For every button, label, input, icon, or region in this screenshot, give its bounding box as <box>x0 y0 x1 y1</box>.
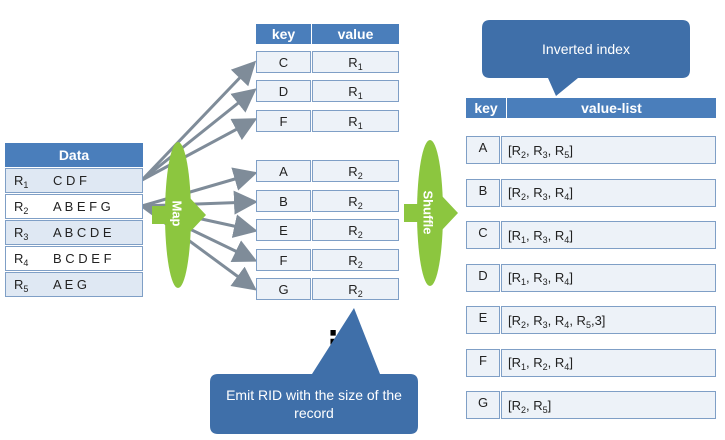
shuffle-label: Shuffle <box>420 190 436 235</box>
index-key-header: key <box>466 98 506 118</box>
arrow-r1-c <box>140 60 257 182</box>
index-key-cell: F <box>466 348 500 377</box>
kv-value-rid: R1 <box>348 113 363 131</box>
index-value-cell: [R1, R3, R4] <box>501 263 716 292</box>
data-row-rid: R5 <box>14 277 29 294</box>
kv-key-cell: F <box>256 110 311 132</box>
kv-value-rid: R2 <box>348 163 363 181</box>
inverted-index-callout: Inverted index <box>482 20 692 100</box>
map-shape <box>152 142 206 288</box>
kv-key-cell: C <box>256 51 311 73</box>
inverted-index-text: Inverted index <box>542 41 630 57</box>
kv-key-cell: E <box>256 219 311 241</box>
data-row-rid: R2 <box>14 199 29 216</box>
data-row-items: B C D E F <box>53 251 112 266</box>
data-row-rid: R4 <box>14 251 29 268</box>
arrow-r1-d <box>141 88 257 182</box>
index-value-cell: [R2, R3, R5] <box>501 136 716 164</box>
data-row-items: C D F <box>53 173 87 188</box>
index-value-cell: [R1, R2, R4] <box>501 348 716 377</box>
data-row: R5 A E G <box>5 272 143 297</box>
index-value-list: [R2, R3, R4, R5,3] <box>508 312 606 330</box>
kv-key-cell: D <box>256 80 311 102</box>
index-value-cell: [R2, R3, R4] <box>501 178 716 207</box>
kv-value-rid: R2 <box>348 193 363 211</box>
kv-value-cell: R1 <box>312 110 399 132</box>
emit-callout: Emit RID with the size of the record <box>210 308 420 436</box>
kv-value-rid: R1 <box>348 83 363 101</box>
kv-key-cell: F <box>256 249 311 271</box>
index-key-cell: D <box>466 263 500 292</box>
kv-value-cell: R2 <box>312 190 399 212</box>
index-value-list: [R2, R3, R4] <box>508 185 573 202</box>
index-value-cell: [R2, R5] <box>501 391 716 419</box>
data-row: R4 B C D E F <box>5 246 143 271</box>
map-label: Map <box>169 200 185 227</box>
kv-value-rid: R2 <box>348 222 363 240</box>
data-row: R2 A B E F G <box>5 194 143 219</box>
shuffle-shape <box>404 140 458 286</box>
kv-key-cell: G <box>256 278 311 300</box>
index-value-list: [R2, R5] <box>508 397 552 415</box>
index-key-cell: A <box>466 136 500 164</box>
index-value-list: [R1, R3, R4] <box>508 270 573 287</box>
data-row-items: A B E F G <box>53 199 111 214</box>
index-value-cell: [R2, R3, R4, R5,3] <box>501 306 716 334</box>
kv-value-rid: R1 <box>348 54 363 72</box>
index-key-cell: G <box>466 391 500 419</box>
data-table-header: Data <box>5 143 143 167</box>
kv-key-cell: B <box>256 190 311 212</box>
data-row: R3 A B C D E <box>5 220 143 245</box>
index-value-list: [R1, R2, R4] <box>508 355 573 372</box>
arrow-r1-f <box>141 118 258 182</box>
index-value-list: [R2, R3, R5] <box>508 142 573 160</box>
kv-value-cell: R2 <box>312 278 399 300</box>
kv-value-cell: R1 <box>312 80 399 102</box>
index-value-header: value-list <box>507 98 716 118</box>
data-row-items: A E G <box>53 277 87 292</box>
kv-value-cell: R2 <box>312 249 399 271</box>
arrow-r2-a <box>141 167 258 208</box>
data-row-rid: R3 <box>14 225 29 242</box>
arrow-r2-b <box>141 190 258 215</box>
index-key-cell: E <box>466 306 500 334</box>
kv-key-cell: A <box>256 160 311 182</box>
index-key-cell: B <box>466 178 500 207</box>
kv-value-rid: R2 <box>348 252 363 270</box>
data-row-items: A B C D E <box>53 225 112 240</box>
kv-value-cell: R1 <box>312 51 399 73</box>
emit-callout-text: Emit RID with the size of the record <box>226 387 402 421</box>
kv-key-header: key <box>256 24 311 44</box>
kv-value-cell: R2 <box>312 160 399 182</box>
index-value-cell: [R1, R3, R4] <box>501 221 716 249</box>
data-row: R1 C D F <box>5 168 143 193</box>
kv-value-header: value <box>312 24 399 44</box>
kv-value-cell: R2 <box>312 219 399 241</box>
data-row-rid: R1 <box>14 173 29 190</box>
index-key-cell: C <box>466 221 500 249</box>
index-value-list: [R1, R3, R4] <box>508 227 573 245</box>
kv-value-rid: R2 <box>348 281 363 299</box>
